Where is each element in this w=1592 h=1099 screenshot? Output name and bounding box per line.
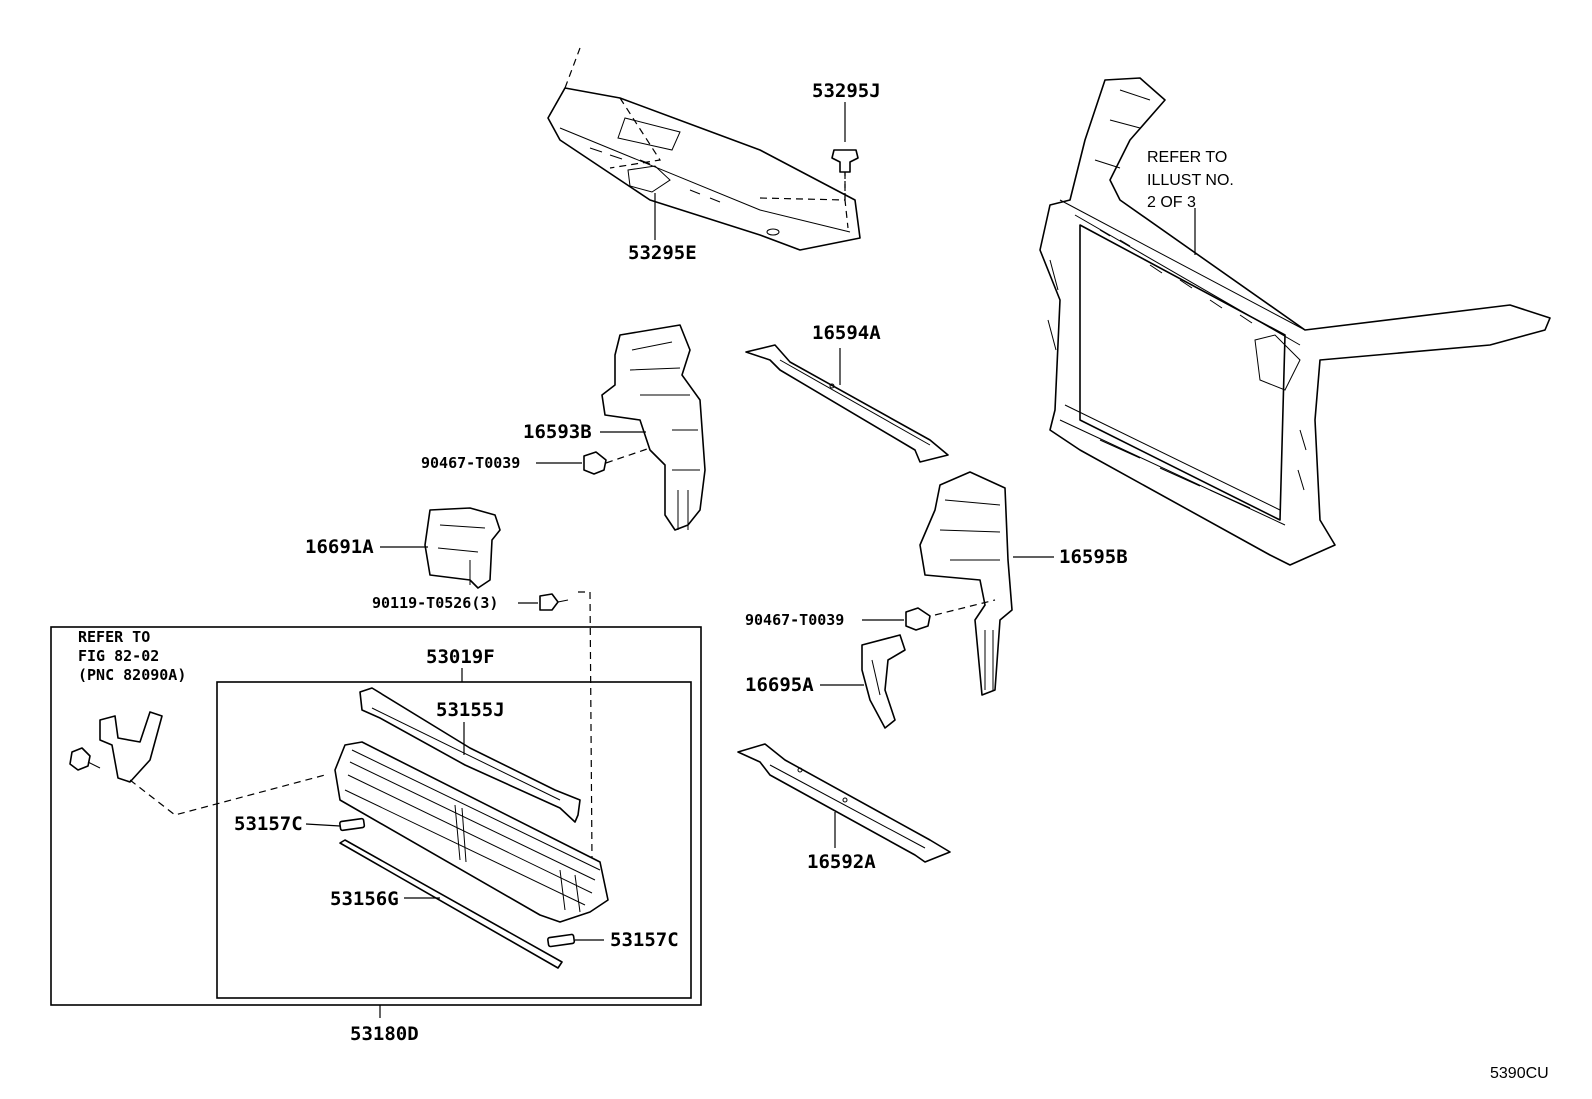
label-90467-T0039-a: 90467-T0039 xyxy=(421,454,520,472)
guide-16593B xyxy=(601,324,706,531)
seal-16592A xyxy=(737,743,951,863)
seal-53156G xyxy=(339,839,563,969)
seal-16594A xyxy=(745,344,949,463)
label-16592A: 16592A xyxy=(807,851,876,873)
refer-fig-line1: REFER TO xyxy=(78,628,150,646)
label-53156G: 53156G xyxy=(330,888,399,910)
label-53295J: 53295J xyxy=(812,80,881,102)
shutter-actuator xyxy=(69,711,326,816)
label-53155J: 53155J xyxy=(436,699,505,721)
assembly-box-53019F xyxy=(216,681,692,999)
leader-lines xyxy=(305,193,1196,1018)
clip-90467-b xyxy=(862,607,931,631)
label-16695A: 16695A xyxy=(745,674,814,696)
label-53019F: 53019F xyxy=(426,646,495,668)
label-53157C-a: 53157C xyxy=(234,813,303,835)
assembly-box-53180D xyxy=(50,626,702,1006)
refer-illust-line2: ILLUST NO. xyxy=(1147,172,1234,189)
cover-53295E xyxy=(547,47,861,251)
refer-fig-line3: (PNC 82090A) xyxy=(78,666,186,684)
label-53295E: 53295E xyxy=(628,242,697,264)
radiator-support xyxy=(1039,77,1551,566)
refer-fig-line2: FIG 82-02 xyxy=(78,647,159,665)
label-53180D: 53180D xyxy=(350,1023,419,1045)
label-90119-T0526: 90119-T0526(3) xyxy=(372,594,498,612)
refer-illust-line3: 2 OF 3 xyxy=(1147,194,1196,211)
guide-16695A xyxy=(861,634,906,729)
label-16691A: 16691A xyxy=(305,536,374,558)
label-16593B: 16593B xyxy=(523,421,592,443)
seal-53155J xyxy=(359,687,581,823)
label-16594A: 16594A xyxy=(812,322,881,344)
label-90467-T0039-b: 90467-T0039 xyxy=(745,611,844,629)
diagram-code: 5390CU xyxy=(1490,1065,1549,1082)
pad-53157C-b xyxy=(547,933,576,948)
clip-90467-a xyxy=(536,447,651,475)
label-16595B: 16595B xyxy=(1059,546,1128,568)
clip-53295J xyxy=(831,102,859,200)
label-53157C-b: 53157C xyxy=(610,929,679,951)
shutter-assembly xyxy=(334,741,609,923)
guide-16691A xyxy=(424,507,501,589)
guide-16595B xyxy=(919,471,1013,696)
bolt-90119 xyxy=(518,591,593,861)
pad-53157C-a xyxy=(339,817,366,832)
refer-illust-line1: REFER TO xyxy=(1147,149,1227,166)
